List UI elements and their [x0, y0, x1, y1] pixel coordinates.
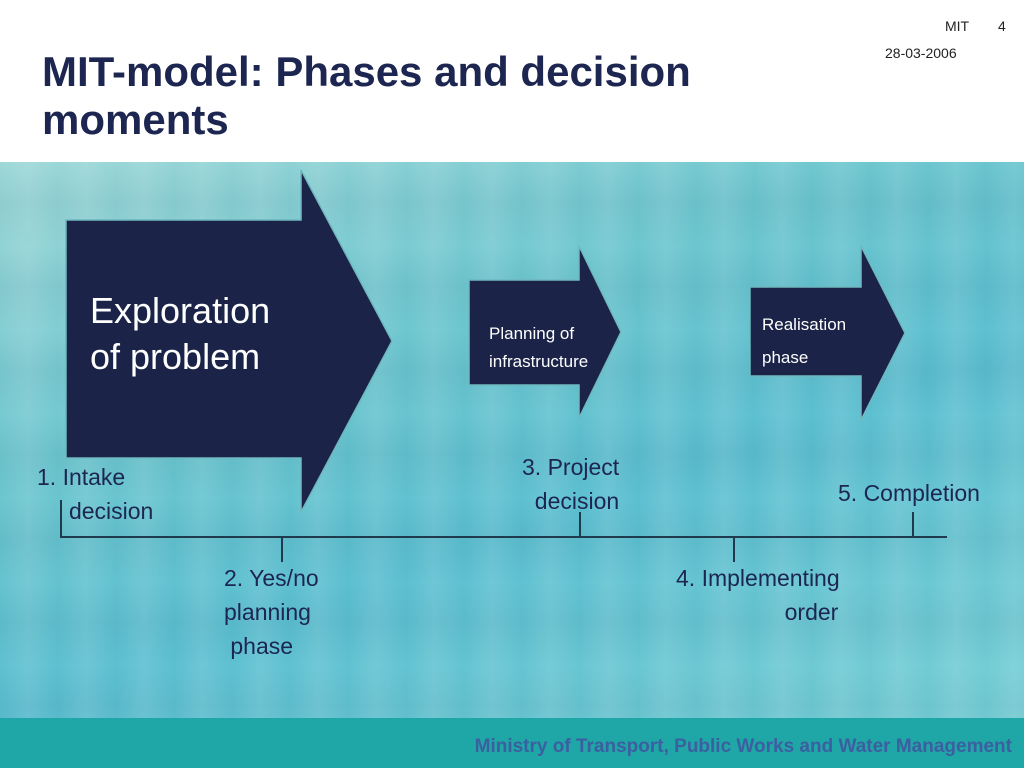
phase-arrow-realisation: Realisation phase — [749, 245, 906, 421]
timeline-tick-implementing — [733, 537, 735, 562]
slide-number: 4 — [998, 18, 1006, 34]
decision-moment-completion: 5. Completion — [838, 480, 980, 506]
arrow-shape — [65, 169, 393, 513]
phase-arrow-planning: Planning of infrastructure — [468, 245, 622, 419]
phase-label-realisation: Realisation phase — [762, 315, 847, 367]
decision-moment-implementing: 4. Implementing order — [676, 565, 840, 625]
arrow-shape — [468, 245, 622, 419]
arrow-shape — [749, 245, 906, 421]
timeline-tick-completion — [912, 512, 914, 537]
phase-arrow-exploration: Exploration of problem — [65, 169, 393, 513]
organization-label: MIT — [945, 18, 970, 34]
footer-bar: Ministry of Transport, Public Works and … — [0, 718, 1024, 768]
timeline-axis — [60, 536, 947, 538]
timeline-tick-project — [579, 512, 581, 537]
decision-moment-project: 3. Project decision — [522, 454, 620, 514]
slide-title: MIT-model: Phases and decision moments — [42, 48, 691, 143]
slide-date: 28-03-2006 — [885, 45, 957, 61]
phase-label-exploration: Exploration of problem — [90, 290, 271, 377]
footer-ministry-name: Ministry of Transport, Public Works and … — [474, 736, 1012, 757]
timeline-tick-intake — [60, 500, 62, 538]
decision-moment-intake: 1. Intake decision — [37, 464, 154, 524]
decision-moment-yes-no: 2. Yes/no planning phase — [224, 565, 319, 659]
timeline-tick-yes-no — [281, 537, 283, 562]
phase-label-planning: Planning of infrastructure — [489, 324, 589, 371]
